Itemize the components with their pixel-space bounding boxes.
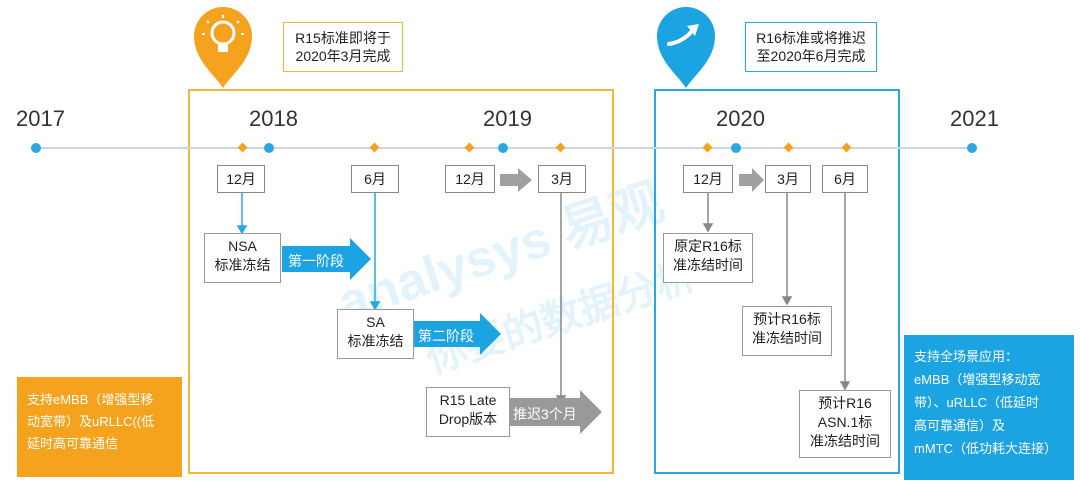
stage1-label: 第一阶段	[288, 253, 344, 269]
year-dot-2020	[731, 143, 741, 153]
event-r15-late-drop: R15 Late Drop版本	[426, 387, 510, 437]
r16-scenarios-line5: mMTC（低功耗大连接）	[914, 441, 1057, 456]
month-box-2021-06: 6月	[822, 165, 868, 193]
event-nsa-line1: NSA	[228, 238, 257, 254]
event-r16-original: 原定R16标 准冻结时间	[663, 233, 753, 283]
month-marker-2021-06	[841, 142, 852, 153]
r16-scenarios-line4: 高可靠通信）及	[914, 418, 1006, 433]
month-box-2018-12: 12月	[217, 165, 265, 193]
shift-arrow-2019	[500, 168, 532, 192]
r15-scenarios-line3: 延时高可靠通信	[27, 436, 119, 451]
month-box-2021-03: 3月	[765, 165, 811, 193]
r15-note: R15标准即将于 2020年3月完成	[283, 22, 403, 72]
event-late-drop-line1: R15 Late	[439, 392, 497, 408]
connector-r16-orig-head	[702, 223, 714, 233]
month-marker-2019-06	[369, 142, 380, 153]
event-nsa-freeze: NSA 标准冻结	[204, 233, 281, 283]
month-box-2019-12: 12月	[445, 165, 495, 193]
r16-note-line1: R16标准或将推迟	[756, 30, 866, 46]
r16-frame	[654, 89, 900, 474]
r16-scenarios-line3: 带）、uRLLC（低延时	[914, 395, 1039, 410]
event-asn1-line2: ASN.1标	[817, 414, 873, 430]
stage2-label: 第二阶段	[418, 328, 474, 344]
event-late-drop-line2: Drop版本	[438, 411, 498, 427]
shift-arrow-2020	[739, 168, 764, 192]
month-box-2020-03: 3月	[538, 165, 586, 193]
r15-frame	[188, 89, 614, 474]
delay-arrow	[508, 390, 602, 434]
r16-scenarios-line2: eMBB（增强型移动宽	[914, 372, 1041, 387]
r16-scenarios-box: 支持全场景应用： eMBB（增强型移动宽 带）、uRLLC（低延时 高可靠通信）…	[904, 335, 1074, 480]
r16-note: R16标准或将推迟 至2020年6月完成	[745, 22, 877, 72]
year-dot-2017	[31, 143, 41, 153]
r15-scenarios-box: 支持eMBB（增强型移 动宽带）及uRLLC((低 延时高可靠通信	[17, 377, 182, 477]
month-marker-2020-12	[702, 142, 713, 153]
stage2-arrow	[412, 313, 501, 355]
event-r16-orig-line2: 准冻结时间	[673, 257, 743, 273]
year-2019: 2019	[483, 106, 532, 131]
r15-scenarios-line1: 支持eMBB（增强型移	[27, 392, 154, 407]
connector-sa-head	[369, 301, 381, 311]
year-2017: 2017	[16, 106, 65, 131]
event-r16-orig-line1: 原定R16标	[674, 238, 742, 254]
event-sa-line1: SA	[366, 314, 385, 330]
event-r16-est-line1: 预计R16标	[753, 311, 821, 327]
year-dot-2021	[967, 143, 977, 153]
r15-scenarios-line2: 动宽带）及uRLLC((低	[27, 414, 155, 429]
stage1-arrow	[282, 238, 371, 280]
year-dot-2018	[264, 143, 274, 153]
year-2020: 2020	[716, 106, 765, 131]
month-marker-2019-12	[464, 142, 475, 153]
connector-nsa-head	[236, 225, 248, 235]
year-dot-2019	[498, 143, 508, 153]
connector-asn1-head	[839, 381, 851, 391]
event-sa-freeze: SA 标准冻结	[337, 309, 414, 359]
month-marker-2018-12	[237, 142, 248, 153]
event-r16-estimated: 预计R16标 准冻结时间	[742, 306, 832, 356]
trend-arrow-icon	[657, 7, 715, 88]
month-marker-2021-03	[783, 142, 794, 153]
event-nsa-line2: 标准冻结	[214, 257, 271, 273]
r16-note-line2: 至2020年6月完成	[756, 48, 866, 64]
r16-scenarios-line1: 支持全场景应用：	[914, 349, 1019, 364]
r15-note-line1: R15标准即将于	[295, 30, 391, 46]
event-r16-est-line2: 准冻结时间	[752, 330, 822, 346]
year-2021: 2021	[950, 106, 999, 131]
year-2018: 2018	[249, 106, 298, 131]
connector-r16-est-head	[781, 296, 793, 306]
event-sa-line2: 标准冻结	[347, 333, 404, 349]
r15-note-line2: 2020年3月完成	[295, 48, 391, 64]
event-asn1-line1: 预计R16	[818, 395, 872, 411]
month-marker-2020-03	[555, 142, 566, 153]
month-box-2020-12: 12月	[683, 165, 733, 193]
delay-label: 推迟3个月	[513, 406, 577, 422]
month-box-2019-06: 6月	[351, 165, 399, 193]
event-asn1-freeze: 预计R16 ASN.1标 准冻结时间	[799, 390, 891, 458]
lightbulb-icon	[194, 7, 252, 88]
event-asn1-line3: 准冻结时间	[810, 433, 880, 449]
